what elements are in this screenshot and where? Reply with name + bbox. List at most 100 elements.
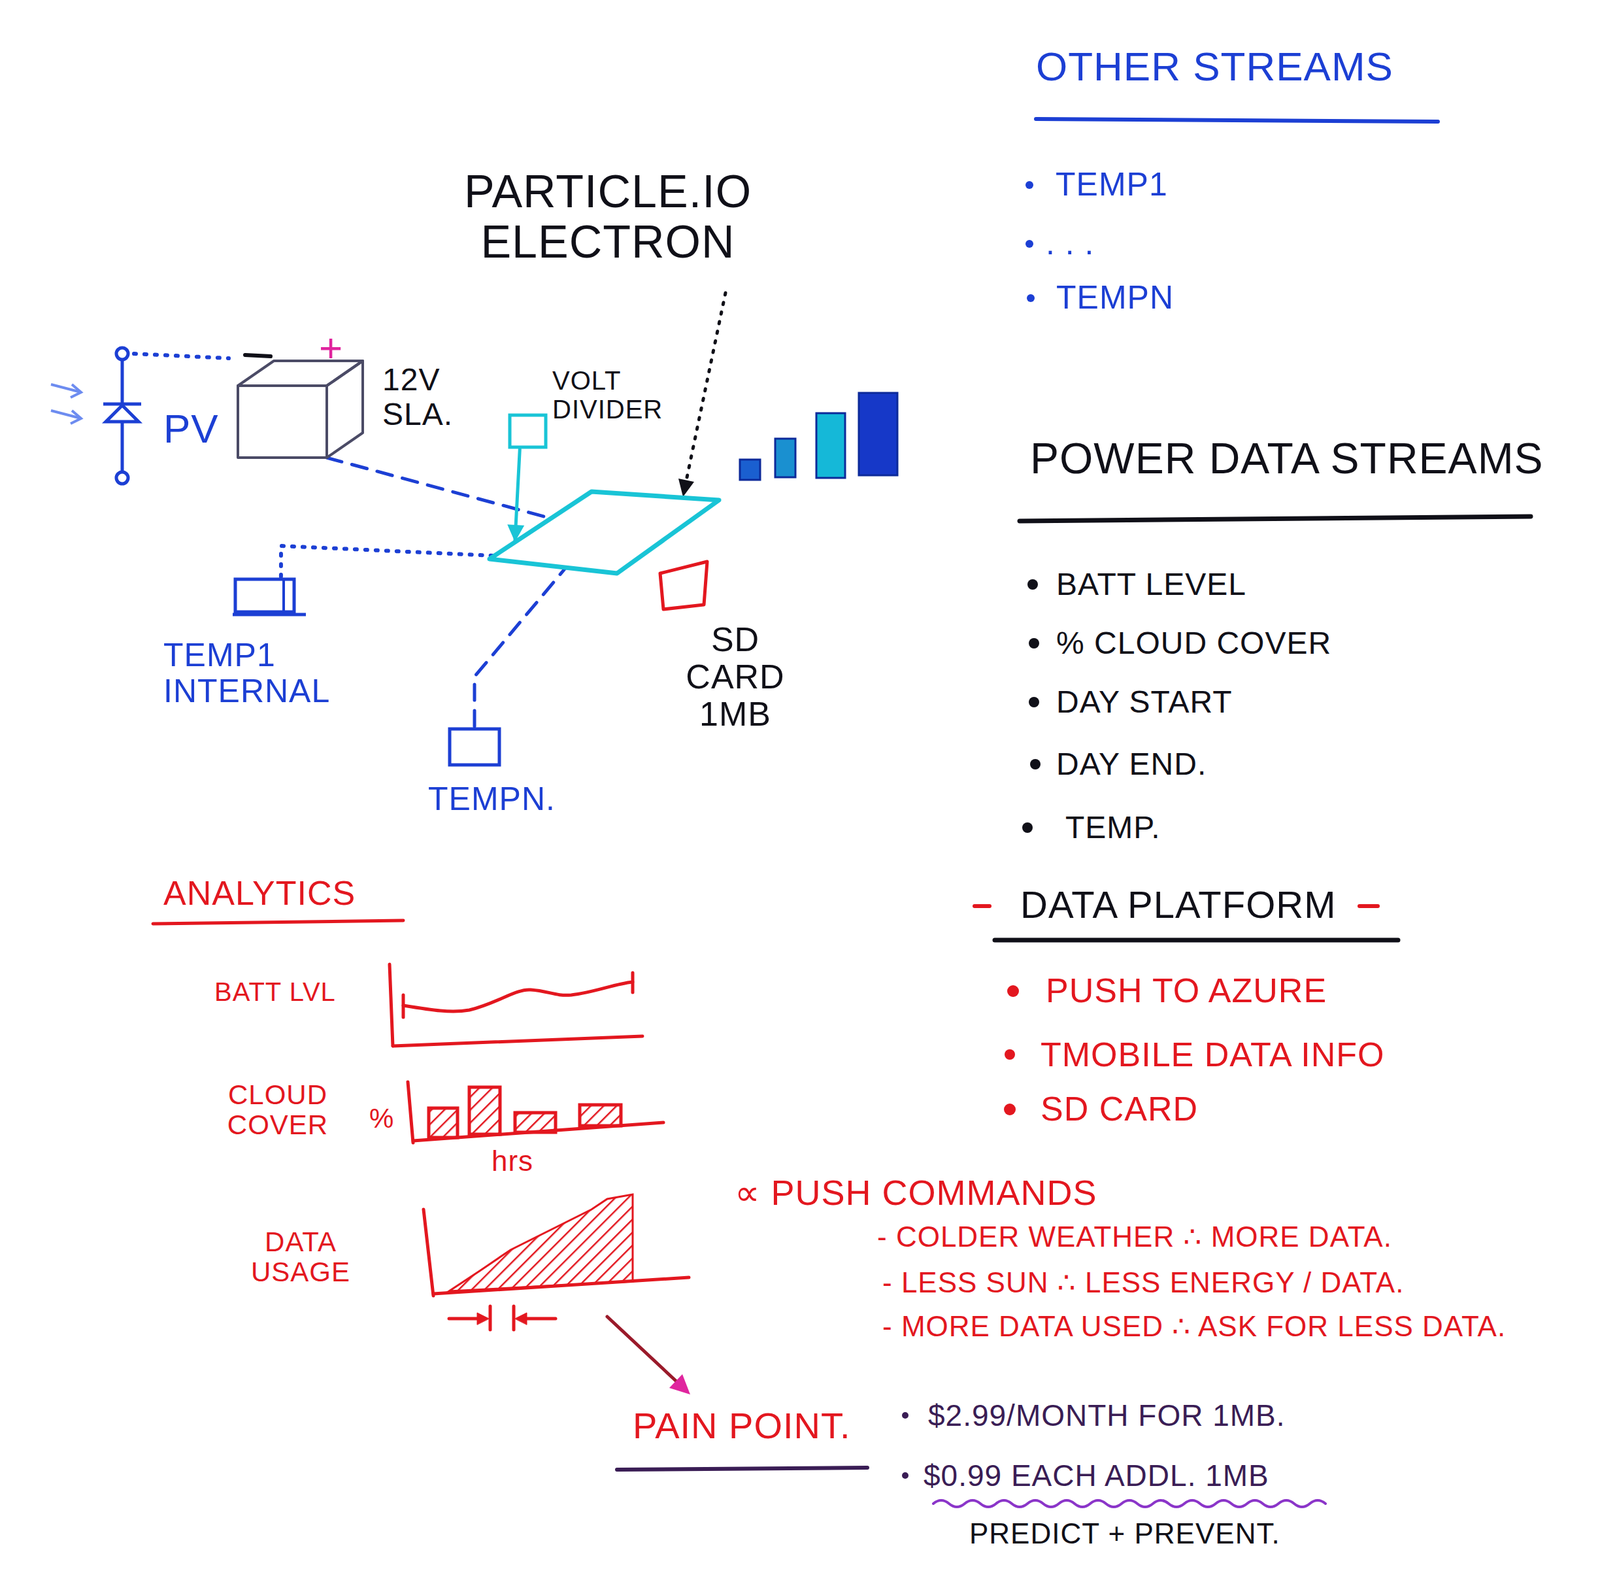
- signal-bars: [739, 459, 761, 480]
- heading-underlines: [1019, 516, 1531, 521]
- cloud-cover-chart: [515, 1112, 556, 1133]
- chart-label: BATT LVL: [214, 977, 336, 1006]
- list-bullets: [1030, 758, 1041, 770]
- light-arrows: [50, 384, 82, 424]
- chart-label: DATA USAGE: [241, 1226, 360, 1287]
- list-item: . . .: [1045, 225, 1095, 262]
- sensor-outline: [449, 728, 500, 765]
- list-bullets: [1027, 579, 1038, 590]
- heading-underlines: [616, 1467, 868, 1470]
- node-shape: [447, 726, 502, 768]
- light-arrows: [70, 384, 82, 398]
- list-item: DAY END.: [1056, 747, 1207, 782]
- list-heading: DATA PLATFORM: [1020, 883, 1337, 926]
- list-item: DAY START: [1056, 684, 1233, 720]
- heading-underlines: [152, 920, 404, 924]
- data-usage-chart: [423, 1194, 689, 1330]
- pain-point-arrow: [607, 1316, 691, 1395]
- heading-underlines: [933, 1500, 1326, 1507]
- polarity-mark: +: [318, 325, 344, 370]
- data-usage-chart: [512, 1305, 516, 1330]
- battery-level-chart: [389, 964, 393, 1046]
- sd-card-label: SD CARD 1MB: [679, 620, 791, 734]
- sensor-mark: [282, 579, 285, 612]
- cloud-cover-chart: [407, 1081, 414, 1143]
- signal-bars: [739, 392, 898, 480]
- node-shape: [486, 488, 723, 578]
- note-line: - COLDER WEATHER ∴ MORE DATA.: [877, 1220, 1393, 1253]
- battery-outline: [237, 385, 327, 458]
- node-shape: [232, 576, 306, 618]
- battery-box: 12V SLA.: [234, 352, 367, 461]
- battery-level-chart: [631, 972, 635, 993]
- sensor-label: TEMP1 INTERNAL: [163, 637, 380, 710]
- sensor-box: TEMPN.: [447, 726, 502, 768]
- board-name: PARTICLE.IO ELECTRON: [405, 166, 811, 268]
- list-item: TEMP.: [1065, 810, 1161, 846]
- pv-symbol: [105, 405, 139, 422]
- cloud-cover-chart: [579, 1104, 621, 1126]
- list-bullets: [901, 1471, 909, 1479]
- signal-bars: [858, 392, 898, 476]
- pv-symbol: [116, 347, 129, 360]
- axis-label: %: [369, 1103, 395, 1134]
- divider-outline: [509, 415, 546, 448]
- battery-level-chart: [392, 1035, 643, 1046]
- heading-underlines: [974, 903, 990, 908]
- signal-bars: [775, 438, 796, 478]
- note-line: - MORE DATA USED ∴ ASK FOR LESS DATA.: [882, 1310, 1506, 1342]
- sd-card-box: SD CARD 1MB: [658, 558, 710, 612]
- sd-card-outline: [660, 561, 708, 610]
- cloud-cover-chart: [428, 1107, 458, 1138]
- heading-underlines: [994, 937, 1399, 943]
- list-bullets: [1025, 239, 1034, 248]
- heading-underlines: [1359, 903, 1378, 908]
- minus-sign: [245, 354, 271, 357]
- signal-bars: [816, 413, 846, 478]
- list-item: TEMP1: [1055, 166, 1168, 203]
- axis-label: hrs: [491, 1145, 534, 1177]
- wire-connector: [507, 449, 525, 542]
- price-note: $0.99 EACH ADDL. 1MB: [923, 1458, 1270, 1493]
- list-heading: OTHER STREAMS: [1035, 44, 1394, 89]
- list-item: PUSH TO AZURE: [1045, 971, 1327, 1010]
- list-bullets: [1007, 984, 1019, 997]
- list-item: SD CARD: [1040, 1090, 1199, 1128]
- sensor-box: TEMP1 INTERNAL: [232, 576, 306, 618]
- pv-symbol: [116, 471, 129, 484]
- list-item: BATT LEVEL: [1056, 567, 1247, 602]
- wire-connector: [281, 545, 495, 577]
- chart-label: CLOUD COVER: [215, 1079, 340, 1140]
- list-item: TEMPN: [1056, 279, 1174, 316]
- microcontroller-board: PARTICLE.IO ELECTRON: [486, 488, 723, 578]
- divider-label: VOLT DIVIDER: [552, 366, 703, 424]
- section-heading: PAIN POINT.: [632, 1405, 851, 1446]
- leader-arrow: [678, 478, 695, 497]
- list-bullets: [1026, 294, 1035, 302]
- list-bullets: [1003, 1103, 1016, 1116]
- list-bullets: [901, 1411, 909, 1419]
- data-usage-chart: [477, 1312, 489, 1325]
- data-usage-chart: [449, 1194, 633, 1291]
- battery-level-chart: [403, 981, 633, 1012]
- list-bullets: [1028, 696, 1040, 708]
- data-usage-chart: [488, 1305, 493, 1330]
- board-outline: [489, 491, 719, 574]
- list-heading: POWER DATA STREAMS: [1030, 434, 1544, 483]
- note-line: PREDICT + PREVENT.: [969, 1517, 1281, 1550]
- light-arrows: [70, 410, 82, 424]
- pv-wire: [133, 353, 229, 359]
- data-usage-chart: [423, 1209, 434, 1296]
- battery-outline: [326, 360, 363, 458]
- list-item: TMOBILE DATA INFO: [1040, 1035, 1385, 1074]
- price-note: $2.99/MONTH FOR 1MB.: [928, 1398, 1286, 1433]
- pv-symbol: [120, 359, 125, 404]
- list-bullets: [1004, 1049, 1016, 1060]
- node-shape: [507, 413, 548, 450]
- pv-symbol: [103, 347, 142, 484]
- list-item: % CLOUD COVER: [1056, 626, 1332, 661]
- wire-line: [281, 545, 495, 577]
